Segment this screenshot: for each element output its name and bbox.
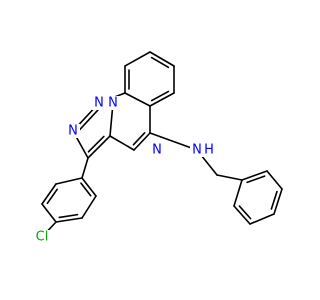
atom-nh-nitrogen: N bbox=[192, 143, 202, 158]
bond bbox=[109, 135, 135, 151]
atom-bg bbox=[190, 143, 204, 157]
bond bbox=[81, 177, 97, 197]
bond bbox=[58, 213, 79, 219]
bond bbox=[124, 51, 151, 67]
bond bbox=[249, 213, 275, 225]
atom-bg bbox=[92, 96, 106, 110]
bond bbox=[79, 109, 99, 131]
molecule-structure: N N N N N H Cl bbox=[31, 51, 283, 245]
bond bbox=[216, 174, 243, 181]
atom-n-triazole-3: N bbox=[68, 124, 78, 139]
bond bbox=[149, 92, 175, 107]
atom-chlorine: Cl bbox=[36, 230, 49, 245]
atom-n-triazole-1: N bbox=[94, 96, 104, 111]
bond bbox=[150, 90, 170, 102]
bond bbox=[41, 183, 57, 205]
bond bbox=[246, 175, 266, 184]
atom-n-triazole-2: N bbox=[108, 96, 118, 111]
bond bbox=[81, 157, 89, 179]
bond bbox=[132, 132, 146, 146]
bond bbox=[87, 135, 105, 153]
atom-nh-hydrogen: H bbox=[204, 143, 214, 158]
bond bbox=[270, 190, 278, 210]
molecule-canvas: N N N N N H Cl bbox=[31, 51, 283, 245]
bond bbox=[87, 135, 111, 159]
bond bbox=[133, 132, 151, 151]
atom-bg bbox=[203, 143, 216, 157]
atom-n-pyrimidine: N bbox=[152, 143, 162, 158]
bond bbox=[241, 170, 268, 181]
bond bbox=[41, 203, 57, 223]
bond bbox=[266, 170, 283, 190]
bond bbox=[46, 188, 58, 205]
atom-label-layer: N N N N N H Cl bbox=[31, 96, 216, 245]
bond bbox=[149, 132, 198, 151]
bond bbox=[150, 56, 170, 69]
bond bbox=[81, 195, 97, 219]
bond bbox=[238, 205, 252, 220]
bond bbox=[55, 217, 83, 223]
bond bbox=[80, 182, 92, 197]
bond bbox=[124, 92, 151, 107]
bond bbox=[273, 188, 283, 215]
atom-bg bbox=[31, 230, 53, 244]
bond bbox=[233, 205, 251, 225]
atom-bg bbox=[66, 124, 80, 138]
atom-bg bbox=[150, 143, 164, 157]
atom-bg bbox=[106, 96, 120, 110]
bond bbox=[233, 179, 243, 207]
bond bbox=[149, 51, 175, 67]
bond bbox=[55, 177, 83, 185]
